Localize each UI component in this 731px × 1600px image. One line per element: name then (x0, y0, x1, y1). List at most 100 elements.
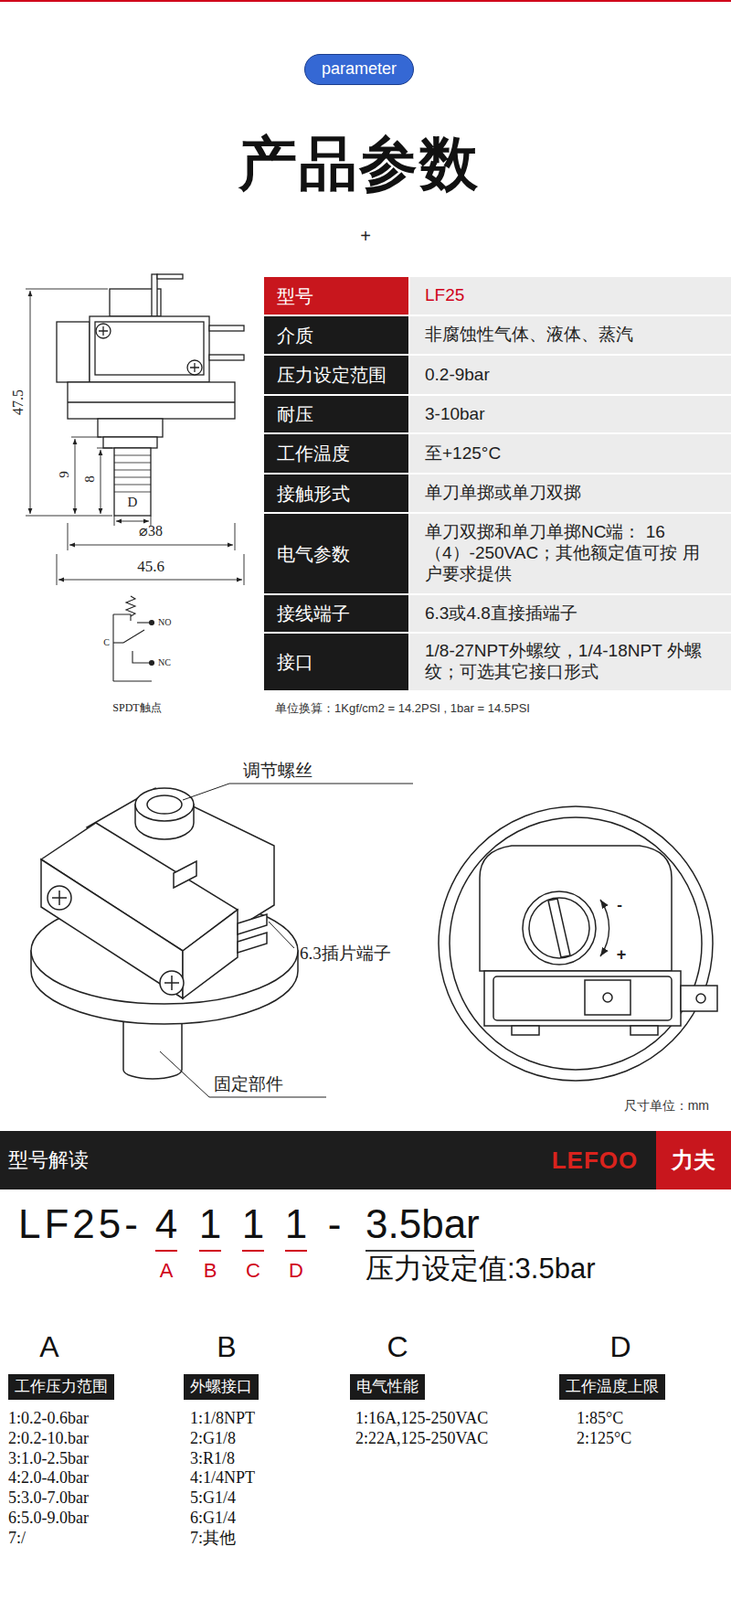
label-text: C (103, 636, 110, 648)
label-text: 45.6 (137, 557, 165, 576)
label-text: 单位换算：1Kgf/cm2 = 14.2PSI , 1bar = 14.5PSI (275, 701, 530, 716)
label-text: + (360, 225, 371, 247)
label-text: 尺寸单位：mm (624, 1097, 710, 1113)
table-cell: 3-10bar (410, 395, 731, 433)
table-label: 压力设定范围 (276, 363, 387, 386)
field-tag: 外螺接口 (183, 1373, 259, 1399)
label-text: 3:1.0-2.5bar (8, 1447, 89, 1467)
label-text: 8 (82, 475, 98, 483)
label-text: 2:22A,125-250VAC (355, 1427, 488, 1447)
table-cell: 型号 (264, 276, 409, 315)
field-tag: 电气性能 (349, 1373, 425, 1399)
tag-pill: parameter (304, 53, 414, 85)
table-label: 接线端子 (276, 602, 350, 625)
table-cell: LF25 (410, 276, 731, 315)
node-subtext: LEFOO (551, 1145, 639, 1175)
table-cell: 接触形式 (264, 474, 409, 512)
adjust-arrow (600, 899, 610, 956)
table-cell: 介质 (264, 316, 409, 354)
label-text: LF25- (18, 1200, 142, 1248)
table-value: 1/8-27NPT外螺纹，1/4-18NPT 外螺纹；可选其它接口形式 (424, 640, 717, 683)
label-text: NC (158, 656, 171, 668)
label-text: B (216, 1329, 236, 1364)
node-text: 电气性能 (356, 1376, 419, 1396)
section-band: 型号解读 LEFOO 力夫 (0, 1130, 731, 1189)
table-cell: 至+125°C (410, 434, 731, 473)
label-text: ⌀38 (138, 522, 163, 540)
label-text: 47.5 (10, 389, 27, 415)
node-text: 外螺接口 (190, 1376, 253, 1396)
table-value: LF25 (424, 285, 465, 307)
spdt-symbol (113, 595, 155, 681)
label-text: 3:R1/8 (190, 1447, 235, 1467)
switch-perspective (31, 787, 298, 1079)
label-text: 1 (242, 1200, 265, 1248)
label-text: 固定部件 (213, 1073, 284, 1094)
label-text: 4:1/4NPT (190, 1467, 255, 1487)
label-text: C (245, 1258, 261, 1282)
table-cell: 单刀双掷和单刀单掷NC端： 16（4）-250VAC；其他额定值可按 用户要求提… (410, 513, 731, 594)
label-text: A (159, 1258, 174, 1282)
label-text: 1 (199, 1200, 222, 1248)
top-rule (0, 0, 731, 2)
label-text: 5:G1/4 (190, 1487, 236, 1507)
table-cell: 工作温度 (264, 434, 409, 473)
label-text: D (288, 1258, 304, 1282)
label-text: 6:G1/4 (190, 1507, 236, 1527)
table-cell: 6.3或4.8直接插端子 (410, 594, 731, 632)
table-label: 介质 (276, 324, 314, 347)
table-label: 工作温度 (276, 442, 350, 465)
table-label: 型号 (276, 285, 314, 308)
brand-box: 力夫 (656, 1130, 731, 1189)
node-text: 工作压力范围 (14, 1376, 108, 1396)
table-value: 0.2-9bar (424, 364, 490, 386)
table-label: 接口 (276, 650, 314, 673)
table-value: 6.3或4.8直接插端子 (424, 603, 578, 625)
table-label: 电气参数 (276, 542, 350, 565)
label-text: 6.3插片端子 (299, 942, 392, 964)
table-label: 耐压 (276, 402, 314, 425)
node-text: 工作温度上限 (565, 1376, 659, 1396)
table-value: 3-10bar (424, 403, 486, 425)
label-text: 压力设定值:3.5bar (365, 1251, 596, 1285)
label-text: 9 (56, 470, 73, 478)
field-tag: 工作压力范围 (8, 1373, 115, 1399)
label-text: 1:16A,125-250VAC (355, 1408, 488, 1428)
node-text: 型号解读 (8, 1145, 89, 1174)
field-tag: 工作温度上限 (559, 1373, 666, 1399)
table-value: 至+125°C (424, 443, 501, 465)
table-value: 单刀双掷和单刀单掷NC端： 16（4）-250VAC；其他额定值可按 用户要求提… (424, 521, 717, 584)
label-text: 1 (285, 1200, 308, 1248)
table-cell: 压力设定范围 (264, 355, 409, 394)
label-text: 2:G1/8 (190, 1427, 236, 1447)
label-text: 1:0.2-0.6bar (8, 1408, 89, 1428)
table-cell: 接口 (264, 633, 409, 690)
label-text: + (616, 944, 627, 965)
dimension-lines (25, 288, 244, 585)
label-text: 7:其他 (190, 1526, 236, 1547)
label-text: 4 (155, 1200, 178, 1248)
label-text: 7:/ (8, 1526, 26, 1547)
label-text: A (39, 1329, 59, 1364)
table-value: 单刀单掷或单刀双掷 (424, 482, 582, 504)
node-text: 力夫 (671, 1144, 716, 1175)
label-text: 2:0.2-10.bar (8, 1427, 89, 1447)
label-text: 6:5.0-9.0bar (8, 1507, 89, 1527)
label-text: 3.5bar (365, 1200, 480, 1248)
table-label: 接触形式 (276, 482, 350, 505)
node-text: parameter (321, 58, 397, 80)
table-cell: 0.2-9bar (410, 355, 731, 394)
label-text: D (609, 1329, 631, 1364)
label-text: 5:3.0-7.0bar (8, 1487, 89, 1507)
table-cell: 单刀单掷或单刀双掷 (410, 474, 731, 512)
table-cell: 接线端子 (264, 594, 409, 632)
label-text: 4:2.0-4.0bar (8, 1467, 89, 1487)
label-text: - (328, 1200, 342, 1248)
label-text: NO (158, 616, 171, 628)
label-text: D (126, 494, 140, 510)
table-cell: 1/8-27NPT外螺纹，1/4-18NPT 外螺纹；可选其它接口形式 (410, 633, 731, 690)
label-text: 1:85°C (576, 1408, 624, 1428)
label-text: - (616, 895, 623, 914)
label-text: 1:1/8NPT (190, 1408, 255, 1428)
